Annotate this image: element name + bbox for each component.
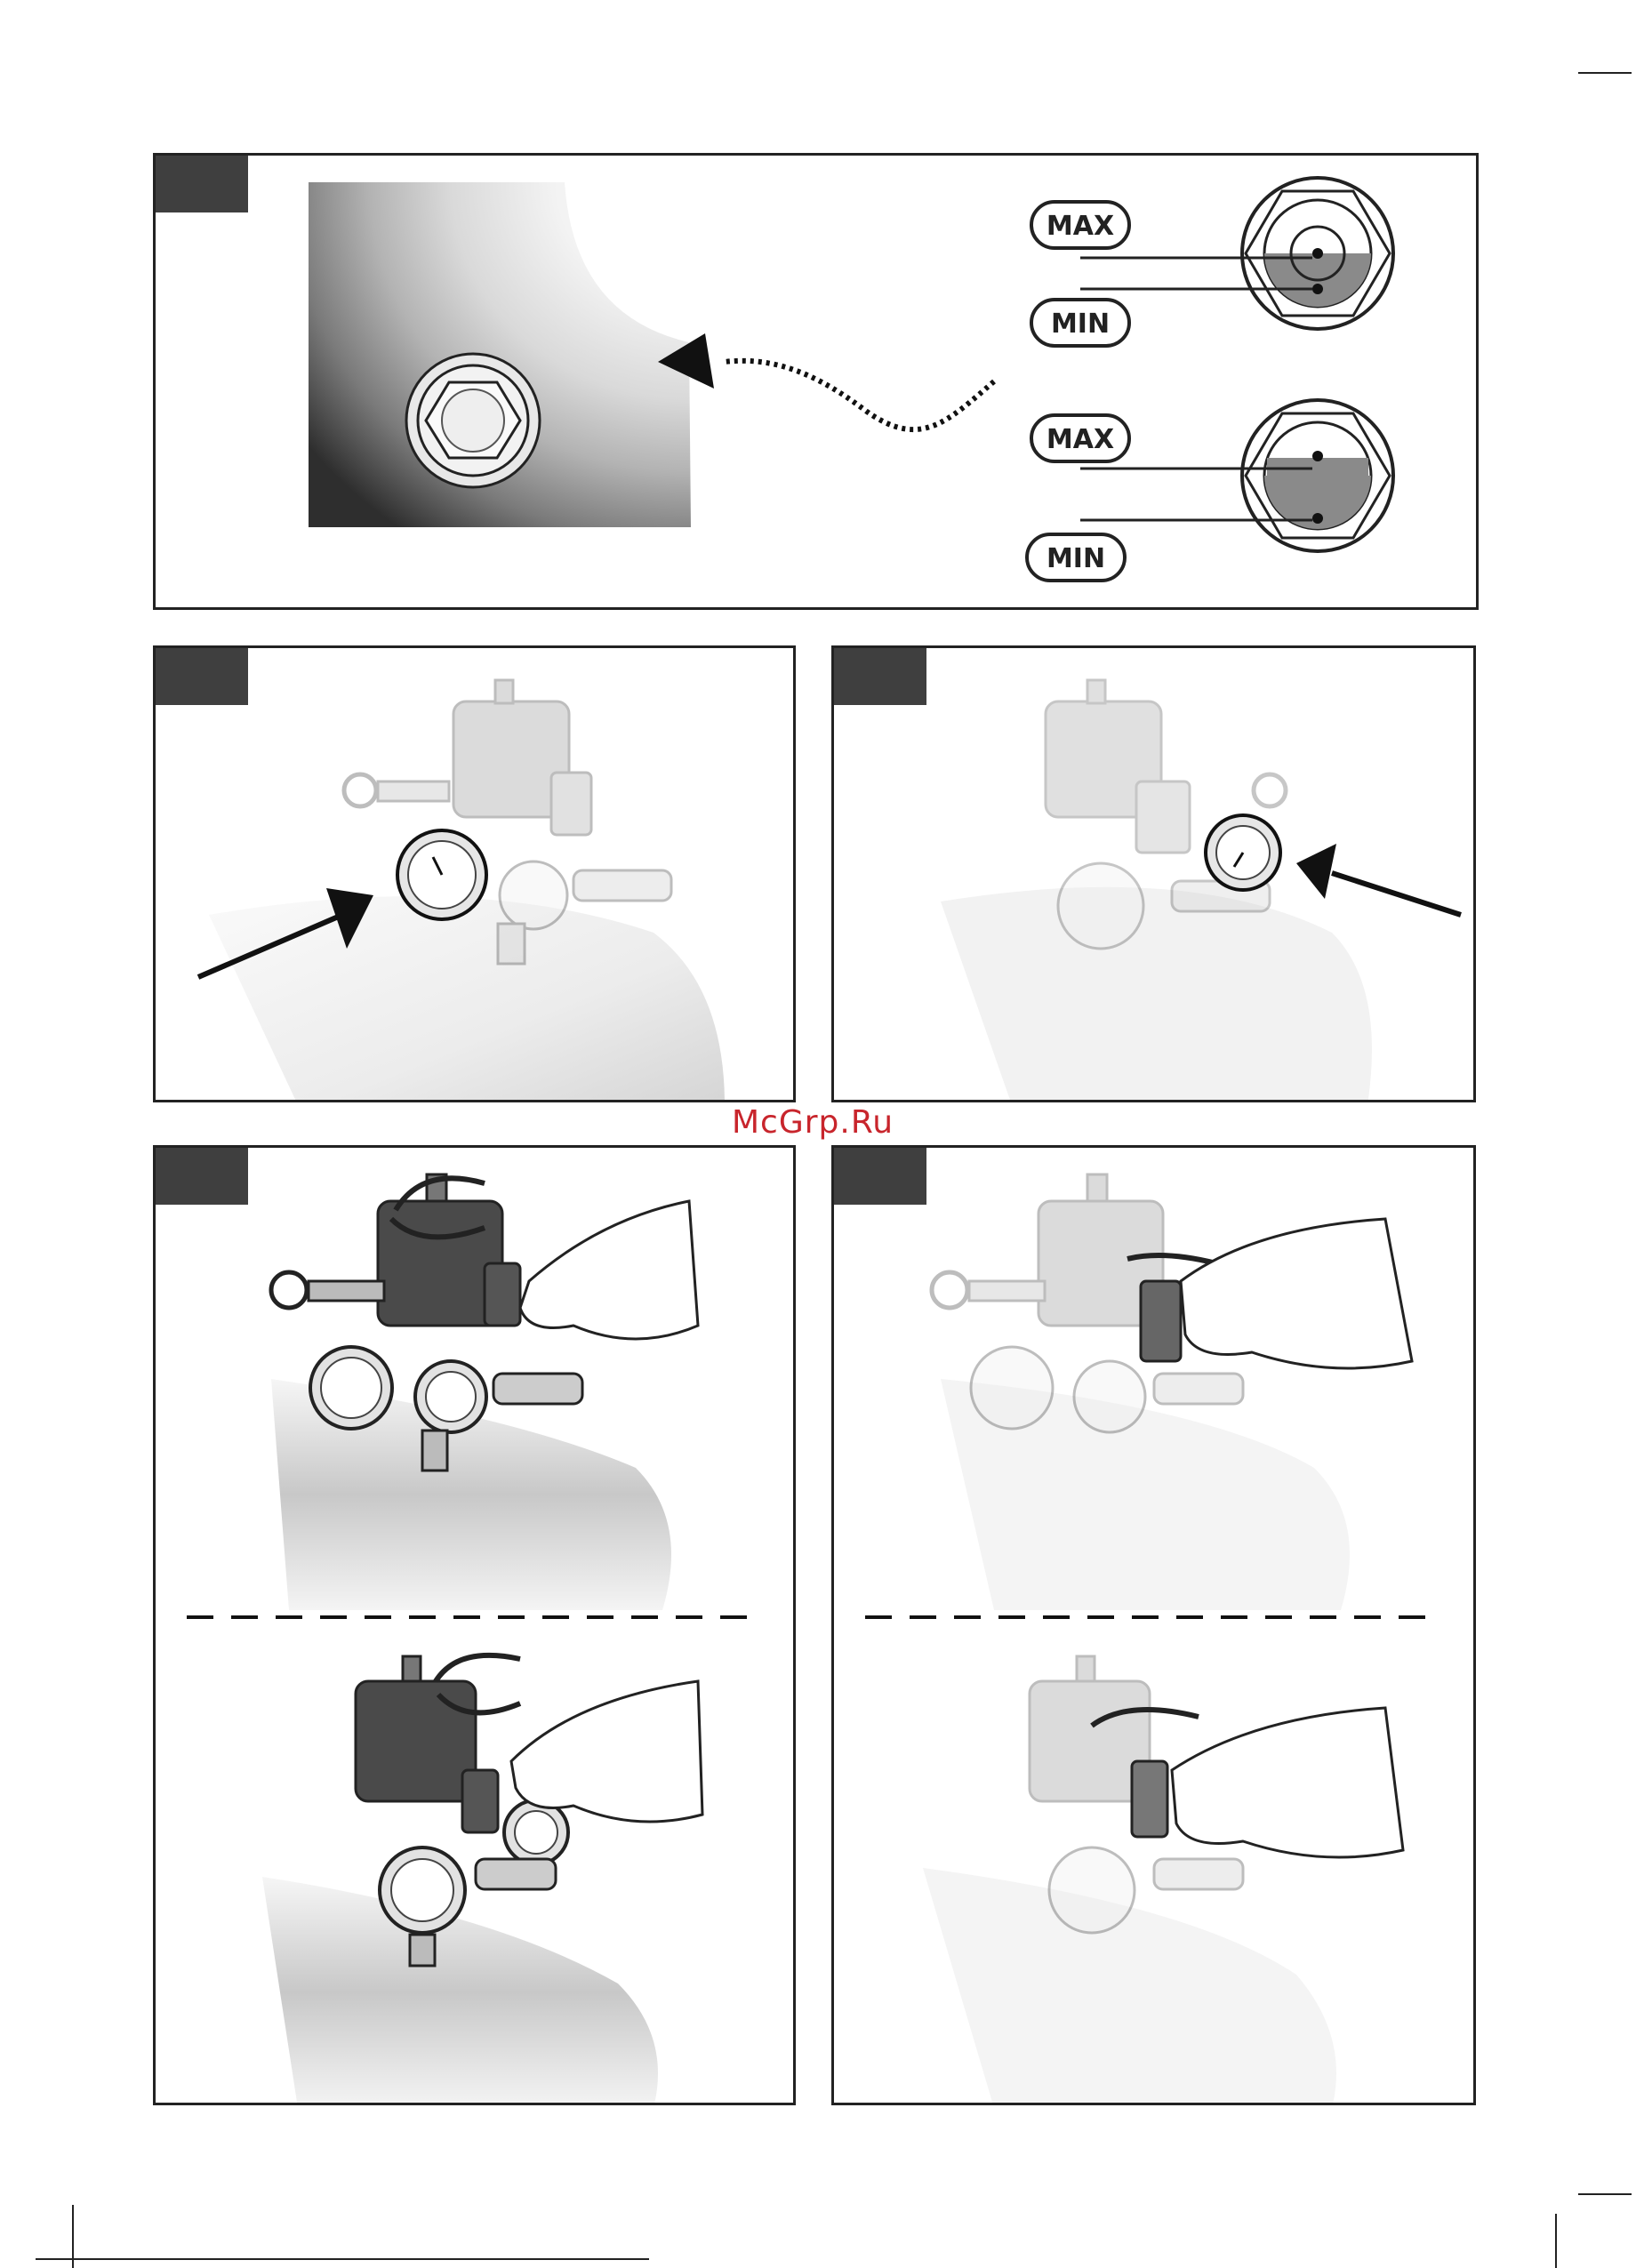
sight-glass-top-icon <box>1080 178 1393 329</box>
svg-text:MIN: MIN <box>1047 543 1105 574</box>
crop-mark-bottom-right-h <box>1578 2193 1632 2195</box>
max-label-bottom: MAX <box>1031 415 1129 461</box>
figure-tank-pressure-gauge <box>153 645 796 1102</box>
regulator-knob-icon <box>1141 1281 1181 1361</box>
figure-pressure-regulator <box>831 1145 1476 2105</box>
sight-glass-bottom-icon <box>1080 400 1393 551</box>
arrow-icon <box>1296 844 1461 915</box>
arrow-icon <box>658 333 994 429</box>
figure-outlet-pressure-gauge <box>831 645 1476 1102</box>
hex-plug-icon <box>406 354 540 487</box>
crop-mark-bottom-right-v <box>1555 2214 1557 2268</box>
crop-mark-bottom-left-h <box>36 2258 649 2260</box>
pressure-gauge-icon <box>1206 815 1280 890</box>
max-label-top: MAX <box>1031 202 1129 248</box>
hand-icon <box>1181 1219 1412 1368</box>
svg-text:MAX: MAX <box>1047 424 1114 455</box>
svg-text:MIN: MIN <box>1051 309 1110 340</box>
watermark: McGrp.Ru <box>732 1104 894 1141</box>
figure-oil-level: MAX MIN MAX MIN <box>153 153 1479 610</box>
hand-icon <box>1172 1708 1403 1857</box>
hand-icon <box>511 1681 702 1822</box>
min-label-top: MIN <box>1031 300 1129 346</box>
min-label-bottom: MIN <box>1027 534 1125 581</box>
regulator-knob-icon <box>1132 1761 1167 1837</box>
pressure-gauge-icon <box>397 830 486 919</box>
svg-text:MAX: MAX <box>1047 211 1114 242</box>
tank-closeup <box>309 182 691 527</box>
hand-icon <box>520 1201 698 1339</box>
figure-pressure-switch-knob <box>153 1145 796 2105</box>
crop-mark-top-right <box>1578 72 1632 74</box>
